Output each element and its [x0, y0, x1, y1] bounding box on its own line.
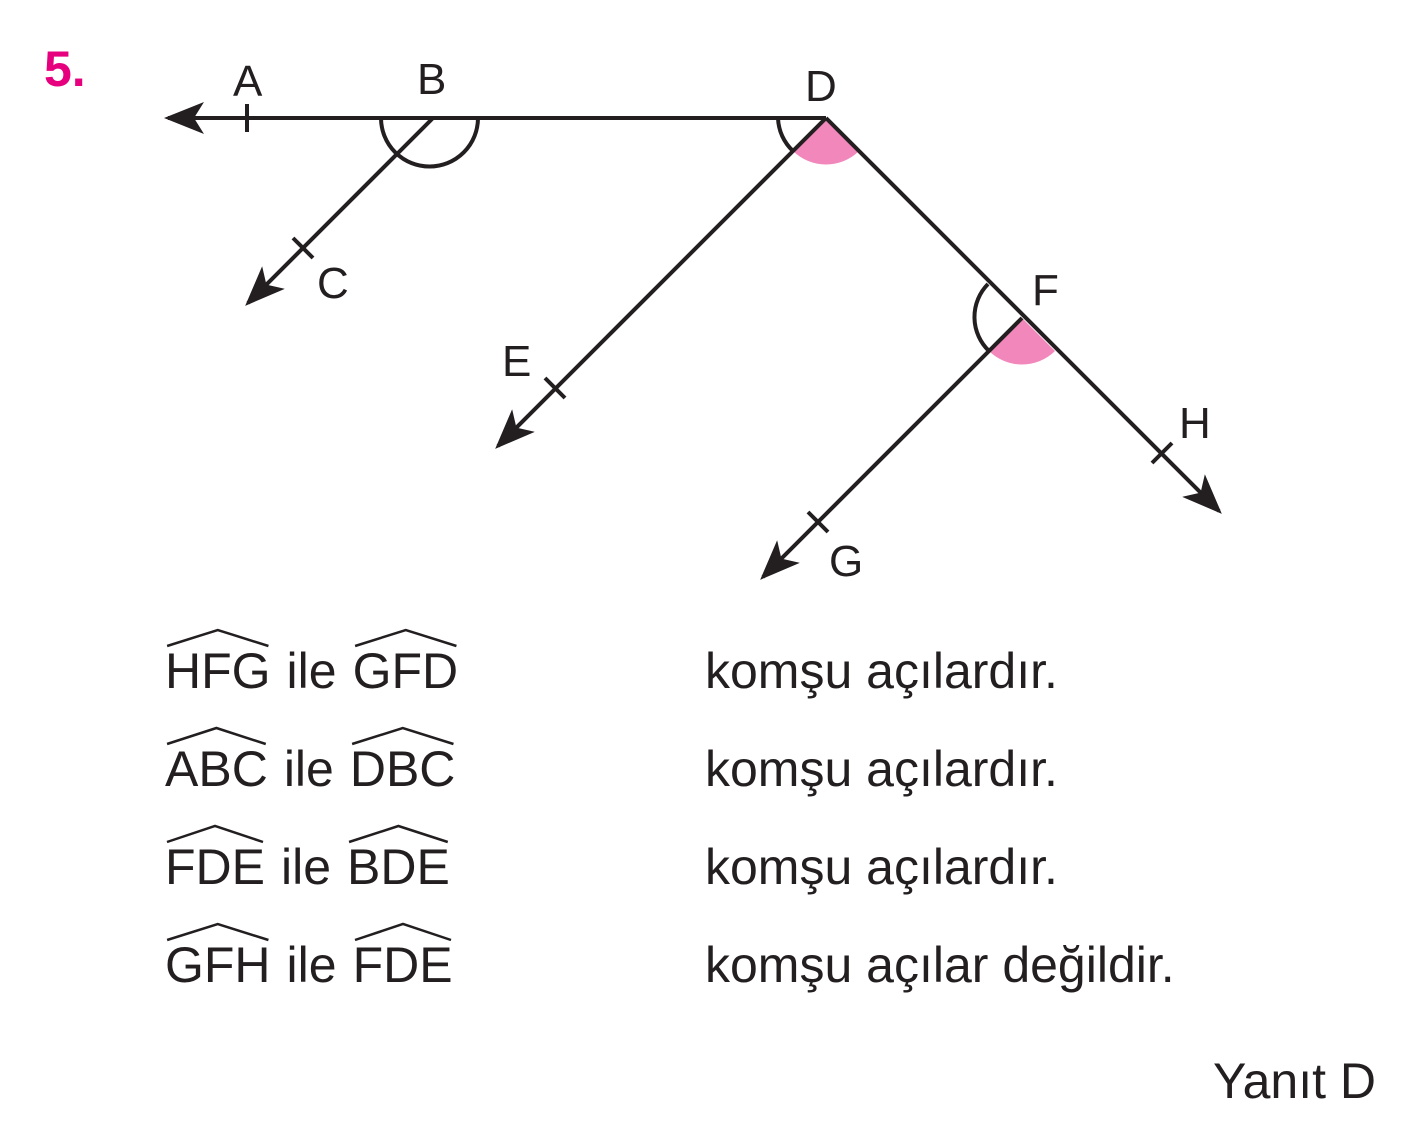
answer-text: Yanıt D [1212, 1053, 1376, 1109]
ray-dh [824, 116, 1222, 514]
angle-expression: GFD [352, 643, 459, 699]
angle-arc-f [972, 282, 991, 353]
angle-hat-icon [165, 626, 271, 648]
angle-expression: ABC [165, 744, 268, 794]
angle-fill-f [989, 318, 1055, 365]
angle-hat-icon [353, 626, 459, 648]
angle-arc-d [776, 117, 795, 153]
point-label-b: B [417, 55, 446, 104]
angle-hat-icon [347, 822, 450, 844]
point-label-h: H [1179, 399, 1211, 448]
geometry-diagram: A B C D E F G H [164, 55, 1222, 586]
ray-de [495, 116, 828, 449]
angle-expression: DBC [349, 741, 456, 797]
angle-name: FDE [352, 937, 453, 993]
tick-h [1150, 441, 1174, 465]
angle-name: GFD [352, 643, 459, 699]
question-number: 5. [44, 41, 86, 97]
angle-name: DBC [349, 741, 456, 797]
angle-hat-icon [353, 920, 453, 942]
angle-fill-d [793, 118, 859, 165]
point-label-e: E [502, 337, 531, 386]
connector-text: ile [281, 839, 332, 895]
angle-hat-icon [165, 920, 271, 942]
angle-arc-b [379, 117, 480, 169]
angle-name: GFH [165, 937, 271, 993]
tick-e [543, 376, 567, 400]
angle-expression: GFH [165, 940, 271, 990]
angle-hat-icon [165, 822, 265, 844]
verdict-text: komşu açılardır. [705, 643, 1058, 699]
point-label-d: D [805, 62, 837, 111]
verdict-text: komşu açılardır. [705, 741, 1058, 797]
connector-text: ile [283, 741, 334, 797]
angle-hat-icon [350, 724, 456, 746]
angle-name: ABC [165, 741, 268, 797]
angle-name: BDE [347, 839, 450, 895]
angle-expression: FDE [165, 842, 265, 892]
connector-text: ile [286, 643, 337, 699]
connector-text: ile [286, 937, 337, 993]
ray-fg [760, 316, 1024, 580]
verdict-text: komşu açılardır. [705, 839, 1058, 895]
point-label-f: F [1032, 266, 1059, 315]
ray-bc [245, 116, 435, 306]
angle-hat-icon [165, 724, 268, 746]
verdict-text: komşu açılar değildir. [705, 937, 1175, 993]
angle-expression: HFG [165, 646, 271, 696]
point-label-g: G [829, 537, 863, 586]
point-label-c: C [317, 259, 349, 308]
angle-name: HFG [165, 643, 271, 699]
tick-g [806, 510, 830, 534]
tick-c [291, 236, 315, 260]
angle-expression: FDE [353, 940, 453, 990]
point-label-a: A [233, 57, 263, 106]
angle-name: FDE [165, 839, 265, 895]
angle-expression: BDE [347, 842, 450, 892]
